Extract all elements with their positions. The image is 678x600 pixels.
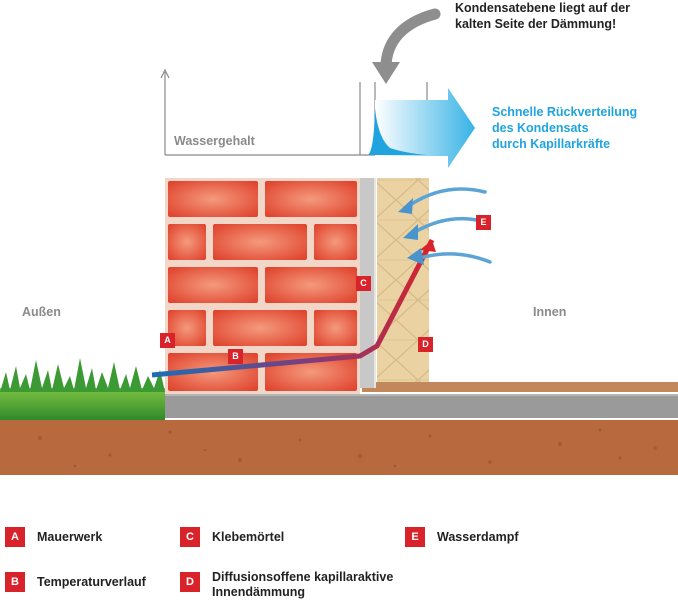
legend-label-b: Temperaturverlauf <box>37 575 146 589</box>
grass <box>0 358 165 420</box>
legend-label-c: Klebemörtel <box>212 530 285 544</box>
soil-speckles <box>38 428 657 468</box>
callout-line-2: kalten Seite der Dämmung! <box>455 17 617 31</box>
redistribution-note: Schnelle Rückverteilung des Kondensats d… <box>492 104 672 152</box>
legend-item-e: E Wasserdampf <box>405 527 519 547</box>
legend-item-b: B Temperaturverlauf <box>5 572 146 592</box>
marker-a: A <box>160 333 175 348</box>
legend-label-d-line-2: Innendämmung <box>212 585 306 599</box>
temperature-gradient-line <box>151 238 435 378</box>
legend-item-d: D Diffusionsoffene kapillaraktive Innend… <box>180 570 394 600</box>
legend-item-a: A Mauerwerk <box>5 527 102 547</box>
redistribution-arrow <box>375 88 475 168</box>
marker-b: B <box>228 349 243 364</box>
legend-label-d-line-1: Diffusionsoffene kapillaraktive <box>212 570 394 584</box>
inside-label: Innen <box>533 305 567 319</box>
legend-key-d: D <box>180 572 200 592</box>
soil-layer <box>0 420 678 475</box>
condensate-peak <box>368 108 427 155</box>
note-line-2: des Kondensats <box>492 121 589 135</box>
floor-board <box>362 382 678 392</box>
condensation-callout: Kondensatebene liegt auf der kalten Seit… <box>455 0 675 32</box>
marker-e: E <box>476 215 491 230</box>
callout-line-1: Kondensatebene liegt auf der <box>455 1 631 15</box>
concrete-slab <box>165 394 678 418</box>
legend-key-a: A <box>5 527 25 547</box>
axis-label: Wassergehalt <box>174 134 255 148</box>
legend-label-e: Wasserdampf <box>437 530 519 544</box>
legend-key-c: C <box>180 527 200 547</box>
marker-d: D <box>418 337 433 352</box>
legend-key-b: B <box>5 572 25 592</box>
note-line-1: Schnelle Rückverteilung <box>492 105 638 119</box>
marker-c: C <box>356 276 371 291</box>
condensation-pointer-arrow <box>380 8 441 76</box>
note-line-3: durch Kapillarkräfte <box>492 137 611 151</box>
brick-wall <box>165 178 360 394</box>
outside-label: Außen <box>22 305 61 319</box>
legend-key-e: E <box>405 527 425 547</box>
legend-item-c: C Klebemörtel <box>180 527 284 547</box>
legend-label-a: Mauerwerk <box>37 530 103 544</box>
